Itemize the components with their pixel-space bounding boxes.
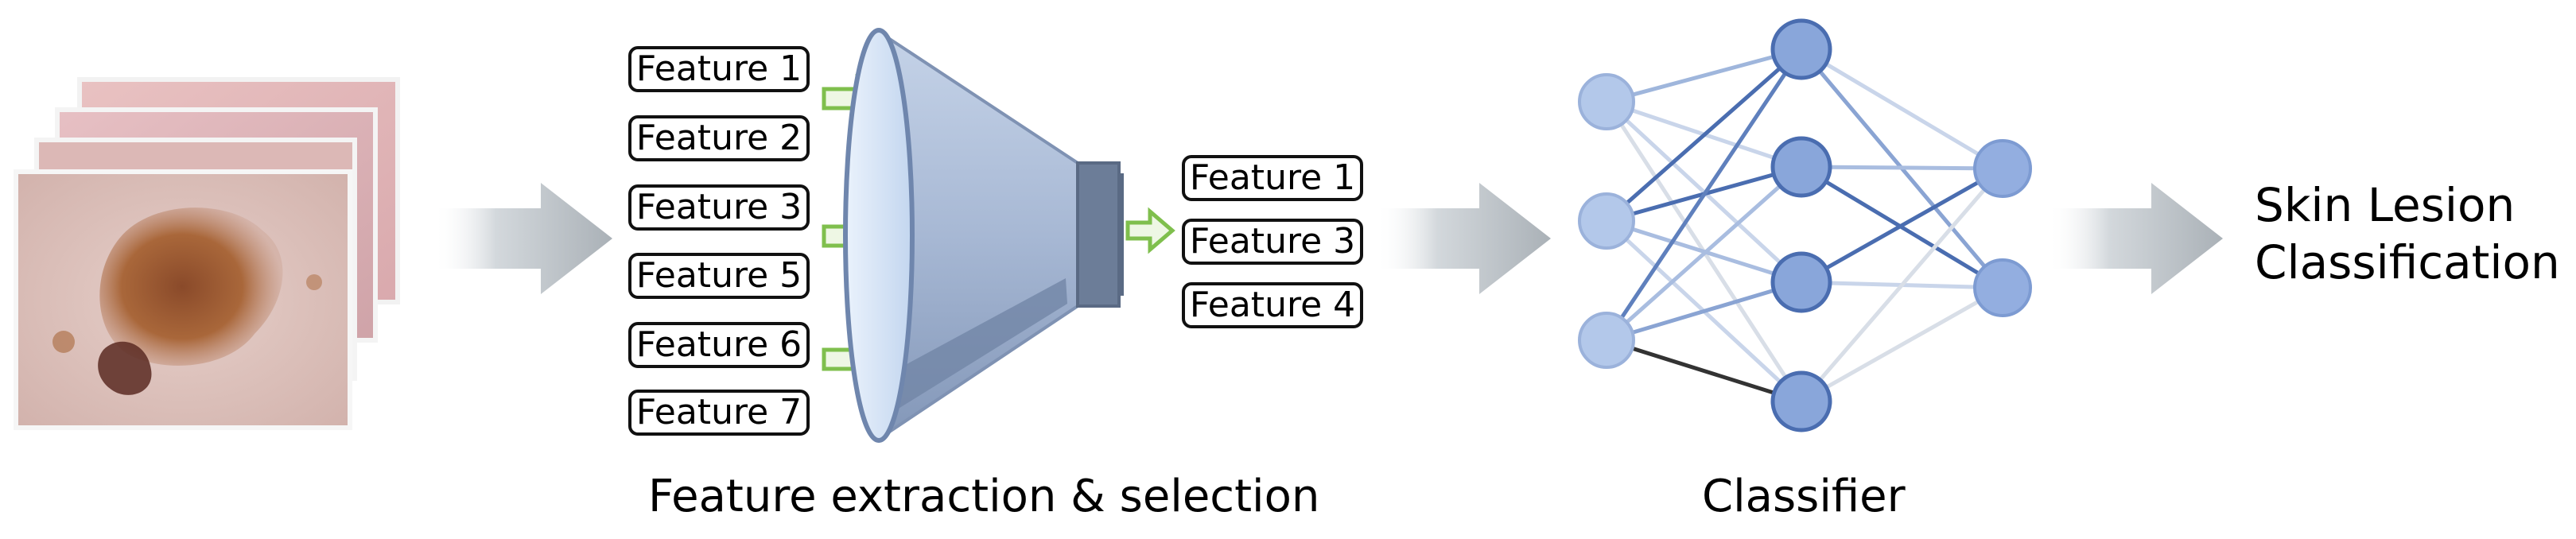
funnel-neck: [1076, 161, 1121, 308]
flow-arrow-icon: [2048, 183, 2223, 294]
network-edges: [1604, 47, 2005, 404]
output-node: [1973, 139, 2032, 198]
neural-network-icon: [1578, 18, 2032, 432]
lesion-dot: [306, 274, 322, 290]
input-feature-box: Feature 7: [628, 390, 810, 436]
selected-feature-box: Feature 1: [1182, 155, 1363, 201]
flow-arrow-icon: [1376, 183, 1551, 294]
hidden-node: [1770, 251, 1832, 313]
output-node: [1973, 258, 2032, 317]
flow-arrow-icon: [433, 183, 612, 294]
lesion-blob: [99, 207, 283, 366]
funnel-shadow: [889, 278, 1067, 413]
input-node: [1578, 73, 1635, 130]
selected-feature-box: Feature 3: [1182, 219, 1363, 265]
lesion-dark-spot: [98, 341, 152, 395]
skin-image-stack-icon: [14, 77, 400, 430]
hidden-node: [1770, 370, 1832, 432]
network-nodes: [1578, 18, 2032, 432]
input-node: [1578, 192, 1635, 250]
lesion-dot: [52, 331, 75, 353]
extraction-caption: Feature extraction & selection: [648, 471, 1320, 522]
input-node: [1578, 312, 1635, 369]
funnel-neck-edge: [1119, 173, 1124, 296]
input-feature-box: Feature 3: [628, 184, 810, 231]
output-label: Skin Lesion Classification: [2255, 176, 2560, 291]
input-feature-box: Feature 6: [628, 322, 810, 368]
hidden-node: [1770, 136, 1832, 198]
output-label-line1: Skin Lesion: [2255, 178, 2516, 232]
output-label-line2: Classification: [2255, 235, 2560, 289]
input-feature-box: Feature 5: [628, 253, 810, 299]
funnel-icon: [843, 28, 1124, 443]
funnel-rim: [843, 28, 915, 443]
green-output-arrow-icon: [1125, 207, 1175, 254]
classifier-caption: Classifier: [1702, 471, 1906, 522]
selected-feature-box: Feature 4: [1182, 282, 1363, 328]
hidden-node: [1770, 18, 1832, 80]
input-feature-box: Feature 1: [628, 46, 810, 92]
input-feature-box: Feature 2: [628, 115, 810, 161]
